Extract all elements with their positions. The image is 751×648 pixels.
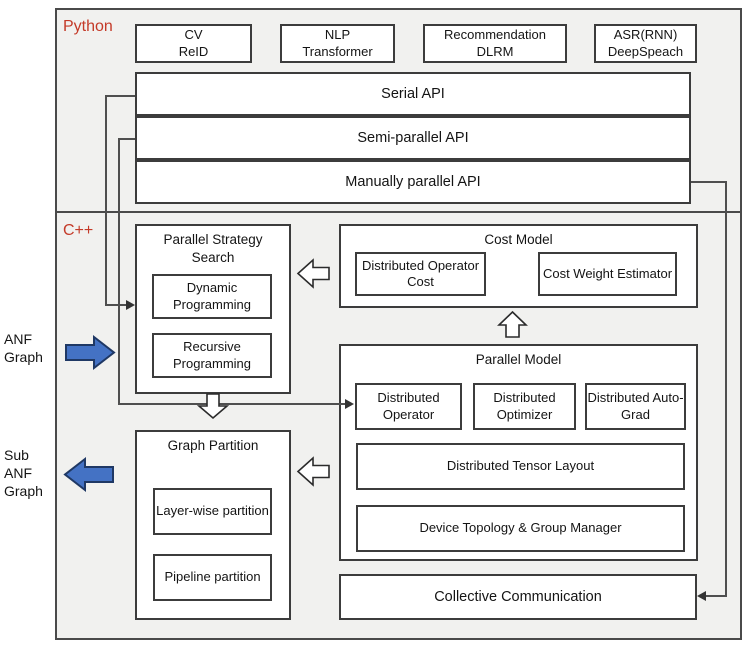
dynamic-programming-box: Dynamic Programming: [152, 274, 272, 319]
cost-model-title: Cost Model: [484, 232, 553, 247]
strategy-search-to-graph-partition-arrow-icon: [196, 392, 230, 420]
api-bar-semi-parallel: Semi-parallel API: [135, 116, 691, 160]
connector-serial-hook: [105, 95, 135, 97]
python-section-label: Python: [63, 18, 113, 35]
arrowhead-into-parallel-model-icon: [345, 399, 354, 409]
connector-serial-vertical: [105, 95, 107, 306]
connector-manual-hook: [691, 181, 727, 183]
connector-semi-vertical: [118, 138, 120, 405]
connector-manual-to-collective: [706, 595, 727, 597]
python-cpp-divider: [55, 211, 742, 213]
app-box-line2: DeepSpeach: [607, 43, 684, 59]
distributed-auto-grad-box: Distributed Auto-Grad: [585, 383, 686, 430]
parallel-model-to-cost-model-arrow-icon: [497, 310, 528, 339]
parallel-model-box: Parallel Model Distributed Operator Dist…: [339, 344, 698, 561]
sub-anf-graph-label: Sub ANF Graph: [4, 447, 43, 500]
cpp-section-label: C++: [63, 222, 94, 239]
app-box-line1: NLP: [324, 27, 351, 43]
anf-graph-label: ANF Graph: [4, 331, 43, 366]
parallel-strategy-search-title: Parallel Strategy Search: [163, 232, 263, 265]
connector-manual-vertical: [725, 181, 727, 597]
cost-model-box: Cost Model Distributed Operator Cost Cos…: [339, 224, 698, 308]
sub-anf-graph-output-arrow-icon: [62, 456, 115, 493]
api-bar-serial: Serial API: [135, 72, 691, 116]
pipeline-partition-box: Pipeline partition: [153, 554, 272, 601]
app-box-line1: Recommendation: [444, 27, 546, 43]
parallel-strategy-search-box: Parallel Strategy Search Dynamic Program…: [135, 224, 291, 394]
arrowhead-into-strategy-search-icon: [126, 300, 135, 310]
app-box-asr-deepspeach: ASR(RNN) DeepSpeach: [594, 24, 697, 63]
collective-communication-box: Collective Communication: [339, 574, 697, 620]
cost-model-to-strategy-search-arrow-icon: [296, 257, 331, 290]
app-box-nlp-transformer: NLP Transformer: [280, 24, 395, 63]
layer-wise-partition-box: Layer-wise partition: [153, 488, 272, 535]
app-box-line2: DLRM: [476, 43, 514, 59]
cost-weight-estimator-box: Cost Weight Estimator: [538, 252, 677, 296]
app-box-line1: ASR(RNN): [613, 27, 678, 43]
app-box-recommendation-dlrm: Recommendation DLRM: [423, 24, 567, 63]
anf-graph-input-arrow-icon: [64, 334, 116, 371]
distributed-optimizer-box: Distributed Optimizer: [473, 383, 576, 430]
connector-semi-to-parallel-model: [118, 403, 346, 405]
api-bar-manually-parallel: Manually parallel API: [135, 160, 691, 204]
connector-semi-hook: [118, 138, 135, 140]
parallel-model-to-graph-partition-arrow-icon: [296, 455, 331, 488]
app-box-line2: ReID: [178, 43, 209, 59]
device-topology-group-manager-box: Device Topology & Group Manager: [356, 505, 685, 552]
graph-partition-box: Graph Partition Layer-wise partition Pip…: [135, 430, 291, 620]
parallel-model-title: Parallel Model: [475, 352, 562, 367]
app-box-line1: CV: [184, 27, 203, 43]
distributed-operator-box: Distributed Operator: [355, 383, 462, 430]
app-box-line2: Transformer: [302, 43, 373, 59]
recursive-programming-box: Recursive Programming: [152, 333, 272, 378]
graph-partition-title: Graph Partition: [167, 438, 259, 453]
arrowhead-into-collective-communication-icon: [697, 591, 706, 601]
distributed-tensor-layout-box: Distributed Tensor Layout: [356, 443, 685, 490]
connector-serial-to-search: [105, 304, 127, 306]
distributed-operator-cost-box: Distributed Operator Cost: [355, 252, 486, 296]
app-box-cv-reid: CV ReID: [135, 24, 252, 63]
